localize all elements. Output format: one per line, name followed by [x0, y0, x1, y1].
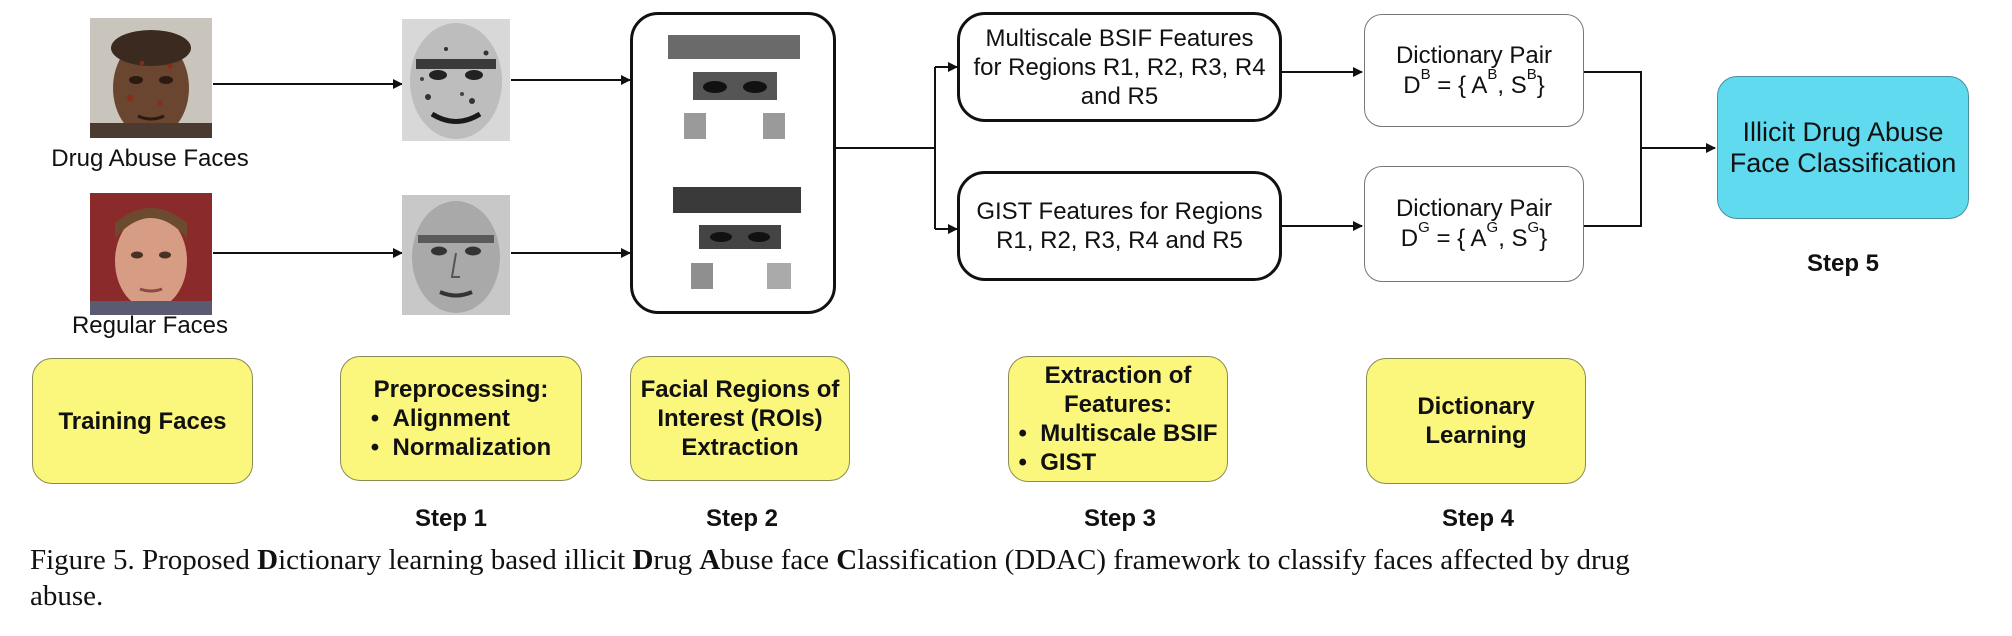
gist-dictionary-pair-box: Dictionary Pair DG = { AG, SG}	[1364, 166, 1584, 282]
bsif-features-line-2: for Regions R1, R2, R3, R4	[973, 53, 1266, 81]
gist-dictionary-formula: DG = { AG, SG}	[1400, 219, 1548, 252]
preprocessing-title: Preprocessing:	[373, 376, 549, 403]
bsif-features-box: Multiscale BSIF Features for Regions R1,…	[957, 12, 1282, 122]
bsif-features-line-1: Multiscale BSIF Features	[985, 24, 1254, 52]
drug-abuse-faces-label: Drug Abuse Faces	[51, 145, 249, 172]
gist-features-line-1: GIST Features for Regions	[976, 198, 1263, 225]
training-faces-box: Training Faces	[32, 358, 253, 484]
arrow-roi-split	[836, 67, 936, 229]
roi-extraction-box: Facial Regions of Interest (ROIs) Extrac…	[630, 356, 850, 481]
preprocessing-item-alignment: Alignment	[371, 404, 551, 433]
training-faces-label: Training Faces	[58, 407, 227, 435]
extraction-title-line-1: Extraction of	[1044, 362, 1192, 389]
gist-features-line-2: R1, R2, R3, R4 and R5	[996, 227, 1243, 254]
roi-crops-panel	[630, 12, 836, 314]
gist-dictionary-title: Dictionary Pair	[1395, 195, 1553, 222]
dictionary-learning-box: Dictionary Learning	[1366, 358, 1586, 484]
bsif-dictionary-formula: DB = { AB, SB}	[1403, 65, 1545, 99]
roi-line-2: Interest (ROIs)	[657, 405, 823, 432]
extraction-item-bsif: Multiscale BSIF	[1018, 419, 1217, 448]
figure-caption: Figure 5. Proposed Dictionary learning b…	[30, 544, 1630, 612]
regular-face-photo	[90, 193, 212, 315]
preprocessing-item-normalization: Normalization	[371, 433, 552, 462]
roi-crops	[668, 35, 801, 289]
extraction-title-line-2: Features:	[1063, 391, 1173, 418]
dictionary-learning-line-2: Learning	[1425, 422, 1527, 449]
bsif-dictionary-title: Dictionary Pair	[1395, 41, 1553, 69]
step-3-label: Step 3	[1083, 505, 1157, 532]
dictionary-learning-line-1: Dictionary	[1417, 393, 1535, 420]
drug-abuse-face-photo	[90, 18, 212, 138]
arrow-dictionary-merge	[1583, 71, 1713, 227]
step-4-label: Step 4	[1441, 505, 1515, 532]
bsif-dictionary-pair-box: Dictionary Pair DB = { AB, SB}	[1364, 14, 1584, 127]
classification-line-2: Face Classification	[1729, 147, 1957, 178]
preprocessed-drug-face-photo	[402, 19, 510, 141]
preprocessing-box: Preprocessing: Alignment Normalization	[340, 356, 582, 481]
step-2-label: Step 2	[705, 505, 779, 532]
regular-faces-label: Regular Faces	[71, 312, 229, 339]
roi-line-1: Facial Regions of	[640, 376, 840, 403]
feature-extraction-box: Extraction of Features: Multiscale BSIF …	[1008, 356, 1228, 482]
classification-line-1: Illicit Drug Abuse	[1742, 116, 1944, 147]
bsif-features-line-3: and R5	[1080, 82, 1159, 110]
preprocessed-regular-face-photo	[402, 195, 510, 315]
classification-box: Illicit Drug Abuse Face Classification	[1717, 76, 1969, 219]
roi-line-3: Extraction	[681, 434, 799, 461]
figure-caption-line-2: abuse.	[30, 580, 104, 612]
gist-features-box: GIST Features for Regions R1, R2, R3, R4…	[957, 171, 1282, 281]
step-5-label: Step 5	[1806, 250, 1880, 277]
extraction-item-gist: GIST	[1018, 448, 1217, 477]
step-1-label: Step 1	[414, 505, 488, 532]
